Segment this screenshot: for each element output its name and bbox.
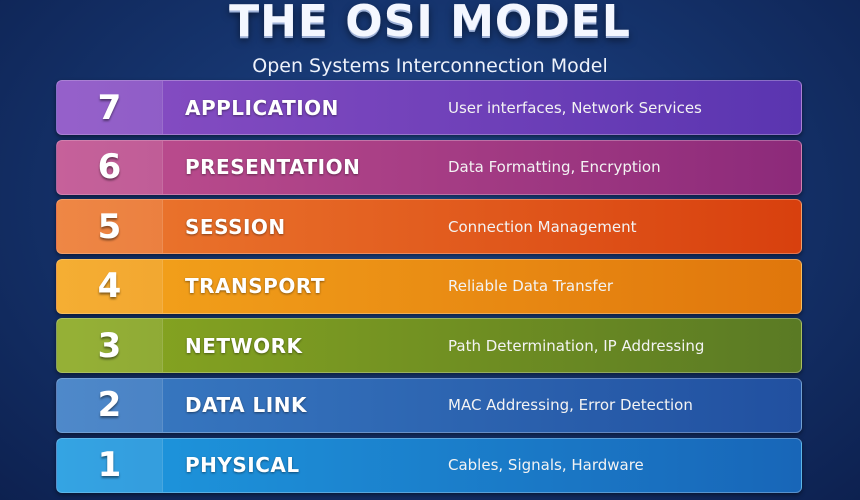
layer-description: Data Formatting, Encryption (448, 158, 661, 177)
layer-description: Path Determination, IP Addressing (448, 336, 705, 355)
layer-number: 3 (57, 319, 163, 373)
layer-data-link: 2 DATA LINK MAC Addressing, Error Detect… (56, 377, 802, 433)
layer-name: SESSION (185, 214, 286, 239)
layer-description: Cables, Signals, Hardware (448, 456, 644, 475)
layer-description: User interfaces, Network Services (448, 98, 702, 117)
layer-name: APPLICATION (185, 95, 339, 120)
layer-number: 4 (57, 259, 163, 313)
layer-number: 2 (57, 378, 163, 432)
layer-number: 7 (57, 81, 163, 134)
page-subtitle: Open Systems Interconnection Model (252, 55, 608, 77)
osi-layer-stack: 7 APPLICATION User interfaces, Network S… (56, 80, 802, 497)
layer-name: PRESENTATION (185, 155, 361, 180)
layer-name: TRANSPORT (185, 274, 325, 299)
layer-transport: 4 TRANSPORT Reliable Data Transfer (56, 258, 802, 314)
layer-session: 5 SESSION Connection Management (56, 199, 802, 255)
layer-presentation: 6 PRESENTATION Data Formatting, Encrypti… (56, 139, 802, 195)
layer-physical: 1 PHYSICAL Cables, Signals, Hardware (56, 437, 802, 493)
page-title: THE OSI MODEL (229, 0, 631, 47)
layer-description: Connection Management (448, 217, 637, 236)
layer-number: 6 (57, 140, 163, 194)
layer-description: Reliable Data Transfer (448, 277, 614, 296)
layer-number: 1 (57, 438, 163, 492)
layer-name: DATA LINK (185, 393, 307, 418)
layer-number: 5 (57, 200, 163, 254)
layer-description: MAC Addressing, Error Detection (448, 396, 693, 415)
layer-name: NETWORK (185, 333, 303, 358)
layer-name: PHYSICAL (185, 453, 300, 478)
layer-application: 7 APPLICATION User interfaces, Network S… (56, 80, 802, 135)
layer-network: 3 NETWORK Path Determination, IP Address… (56, 318, 802, 374)
